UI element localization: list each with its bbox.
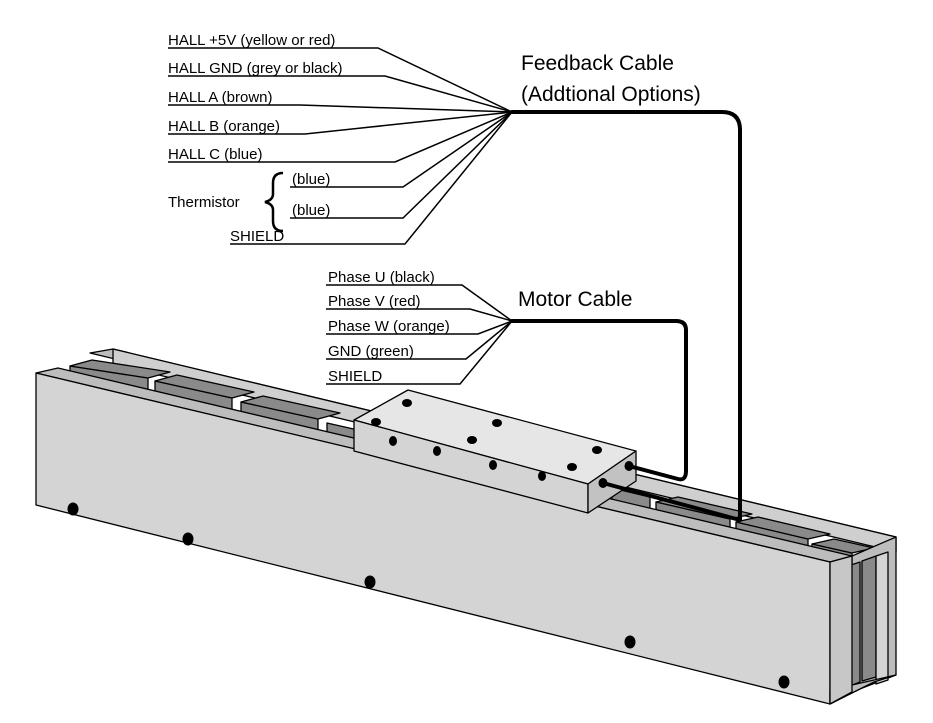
label-hall-gnd: HALL GND (grey or black) (168, 60, 343, 77)
end-channel-right-wall (875, 551, 889, 685)
label-thermistor: Thermistor (168, 194, 240, 211)
carriage-end (587, 450, 637, 514)
magnet (69, 359, 171, 379)
feedback-labels: HALL +5V (yellow or red) HALL GND (grey … (168, 32, 701, 245)
mounting-holes (67, 502, 790, 689)
wire-hall-c (168, 111, 513, 163)
mounting-hole (778, 675, 790, 689)
mounting-hole (67, 502, 79, 516)
feedback-cable (510, 110, 742, 522)
motor-cable-title: Motor Cable (518, 288, 632, 311)
magnet (735, 516, 831, 540)
feedback-cable-title: Feedback Cable (521, 52, 674, 75)
thermistor-brace (264, 171, 284, 233)
label-thermistor-wire-1: (blue) (292, 171, 330, 188)
linear-motor-assembly (35, 348, 897, 705)
mounting-hole (182, 532, 194, 546)
carriage-hole (567, 463, 577, 471)
wire-phase-w (326, 320, 513, 335)
carriage-hole (402, 399, 412, 407)
label-hall-b: HALL B (orange) (168, 118, 280, 135)
carriage-hole (492, 419, 502, 427)
label-gnd: GND (green) (328, 343, 414, 360)
carriage-hole (592, 446, 602, 454)
end-face-left-wall (829, 555, 853, 705)
wire-hall-a (168, 104, 513, 113)
label-hall-a: HALL A (brown) (168, 89, 273, 106)
label-hall-c: HALL C (blue) (168, 146, 262, 163)
magnet (240, 395, 341, 420)
magnet (154, 374, 255, 399)
wire-gnd (326, 320, 513, 360)
wire-phase-u (326, 284, 513, 322)
wire-phase-v (326, 308, 513, 322)
feedback-wires (168, 47, 513, 245)
feedback-cable-subtitle: (Addtional Options) (521, 83, 701, 106)
label-hall-5v: HALL +5V (yellow or red) (168, 32, 335, 49)
carriage-hole (433, 446, 441, 456)
motor-labels: Phase U (black) Phase V (red) Phase W (o… (328, 269, 632, 385)
wire-hall-b (168, 111, 513, 135)
end-channel-magnet (861, 555, 877, 682)
carriage-hole (389, 436, 397, 446)
motor-cable (510, 319, 688, 482)
label-shield-motor: SHIELD (328, 368, 382, 385)
carriage-hole (467, 436, 477, 444)
wire-thermistor-2 (290, 111, 513, 219)
wire-hall-5v (168, 47, 513, 113)
label-shield-feedback: SHIELD (230, 228, 284, 245)
mounting-hole (624, 635, 636, 649)
label-phase-u: Phase U (black) (328, 269, 435, 286)
motor-wires (326, 284, 513, 385)
label-thermistor-wire-2: (blue) (292, 202, 330, 219)
label-phase-v: Phase V (red) (328, 293, 421, 310)
cables (510, 110, 742, 522)
carriage-hole (489, 460, 497, 470)
carriage-hole (371, 418, 381, 426)
wire-hall-gnd (168, 75, 513, 113)
wire-shield-motor (326, 320, 513, 385)
mounting-hole (364, 575, 376, 589)
wire-shield-feedback (230, 111, 513, 245)
carriage-hole (538, 471, 546, 481)
label-phase-w: Phase W (orange) (328, 318, 450, 335)
wire-thermistor-1 (290, 111, 513, 188)
